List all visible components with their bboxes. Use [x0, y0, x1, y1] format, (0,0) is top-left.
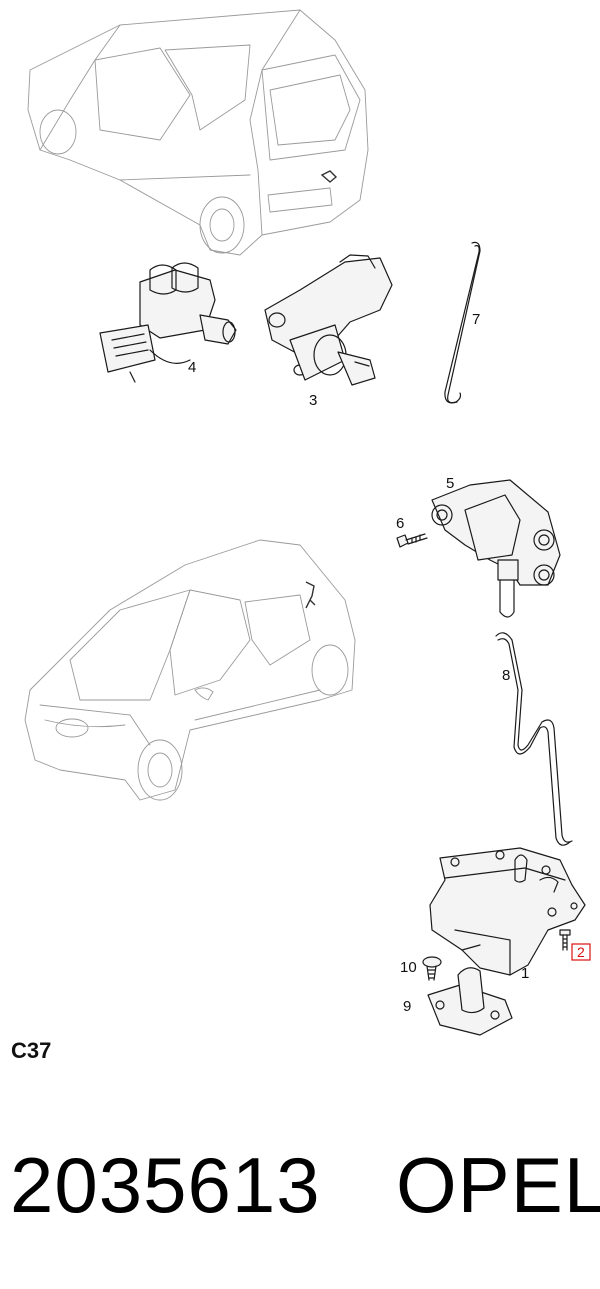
brand-name: OPEL [396, 1141, 600, 1229]
car-rear-view [27, 9, 369, 256]
part-2-bolt: 2 [559, 929, 591, 961]
part-1-latch-assembly: 1 [429, 847, 586, 982]
part-7-rod: 7 [444, 241, 481, 404]
callout-6: 6 [396, 515, 404, 532]
part-number: 2035613 [10, 1141, 321, 1229]
diagram-code: C37 [11, 1038, 52, 1063]
part-9-striker: 9 [403, 967, 513, 1036]
callout-3: 3 [309, 392, 317, 409]
part-5-latch: 5 [431, 475, 561, 618]
callout-2: 2 [577, 944, 585, 960]
car-front-view [24, 539, 356, 801]
callout-10: 10 [400, 959, 417, 976]
callout-1: 1 [521, 965, 529, 982]
callout-8: 8 [502, 667, 510, 684]
callout-7: 7 [472, 311, 480, 328]
part-10-screw: 10 [400, 956, 442, 981]
part-4-actuator: 4 [99, 262, 237, 383]
part-3-lock-cylinder: 3 [264, 254, 393, 409]
callout-5: 5 [446, 475, 454, 492]
highlight-box [571, 943, 591, 961]
callout-4: 4 [188, 359, 196, 376]
part-8-rod: 8 [495, 632, 573, 846]
callout-9: 9 [403, 998, 411, 1015]
part-6-screw: 6 [396, 515, 428, 548]
